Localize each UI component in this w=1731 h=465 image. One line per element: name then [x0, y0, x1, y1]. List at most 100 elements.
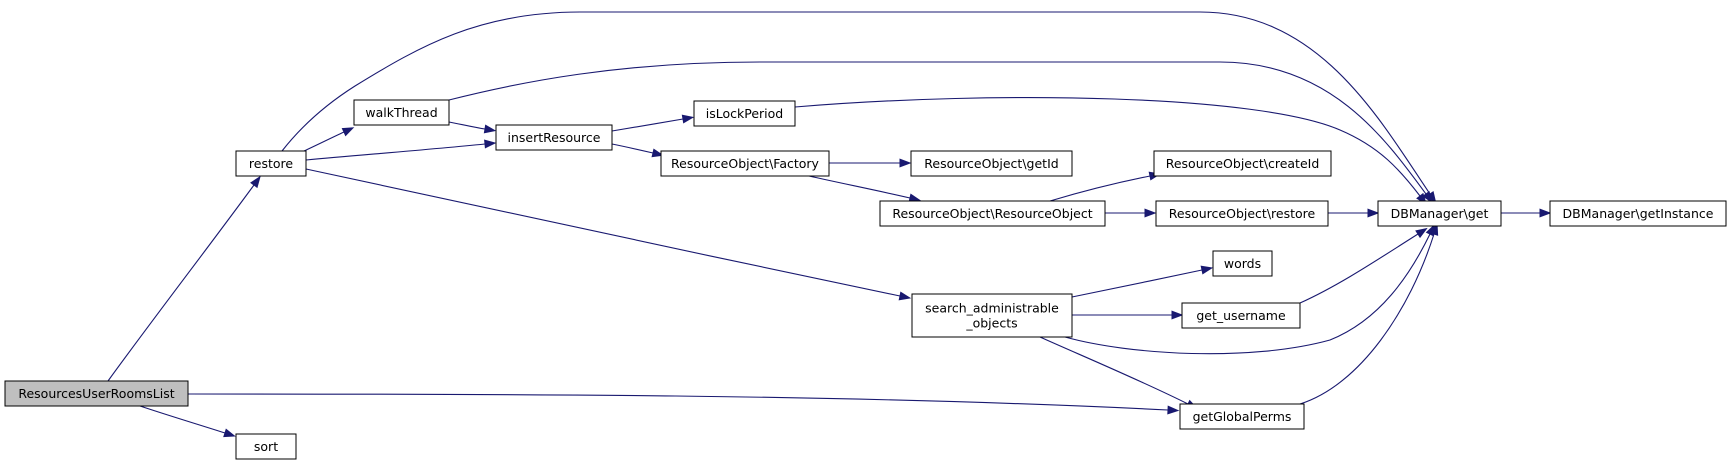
node-label: isLockPeriod — [706, 106, 783, 121]
edge-restore-to-sao — [305, 168, 912, 301]
arrowhead-icon — [1429, 223, 1439, 236]
arrowhead-icon — [484, 139, 497, 149]
node-label: get_username — [1196, 308, 1286, 323]
edge-root-to-getglobalperms — [187, 393, 1180, 415]
node-label-line: insertResource — [508, 130, 601, 145]
node-box — [879, 200, 1106, 227]
node-label-line: restore — [249, 156, 293, 171]
arrowhead-icon — [1422, 190, 1433, 204]
node-getusername[interactable]: get_username — [1181, 302, 1301, 329]
node-label-line: _objects — [965, 316, 1017, 331]
edge-factory-to-resobj — [808, 175, 922, 203]
arrowhead-icon — [1415, 227, 1428, 239]
edge-rorestore-to-dbget — [1328, 208, 1380, 218]
node-rorestore[interactable]: ResourceObject\restore — [1155, 200, 1329, 227]
arrowhead-icon — [1539, 208, 1552, 218]
node-label: walkThread — [365, 105, 437, 120]
edge-line — [187, 393, 1169, 411]
arrowhead-icon — [899, 158, 912, 168]
edge-sao-to-getusername — [1072, 310, 1184, 320]
edge-line — [139, 405, 226, 434]
node-box — [495, 124, 613, 151]
edge-insertResource-to-factory — [611, 143, 665, 158]
edge-resobj-to-rorestore — [1105, 208, 1157, 218]
node-box — [911, 293, 1073, 338]
node-label-line: sort — [254, 439, 278, 454]
edge-sao-to-dbget — [1064, 223, 1436, 355]
edge-getusername-to-dbget — [1299, 227, 1428, 304]
node-root[interactable]: ResourcesUserRoomsList — [4, 380, 189, 407]
node-label: DBManager\get — [1391, 206, 1489, 221]
arrowhead-icon — [1167, 405, 1180, 415]
node-label: sort — [254, 439, 278, 454]
node-box — [1153, 150, 1332, 177]
edge-factory-to-getId — [829, 158, 912, 168]
node-label: ResourceObject\Factory — [671, 156, 820, 171]
edge-line — [611, 143, 654, 154]
edge-line — [281, 11, 1431, 195]
edge-line — [1299, 233, 1435, 405]
node-label: ResourceObject\ResourceObject — [892, 206, 1092, 221]
node-label: ResourceObject\getId — [924, 156, 1058, 171]
node-label-line: ResourceObject\getId — [924, 156, 1058, 171]
node-box — [1377, 200, 1502, 227]
node-box — [1155, 200, 1329, 227]
node-createId[interactable]: ResourceObject\createId — [1153, 150, 1332, 177]
node-factory[interactable]: ResourceObject\Factory — [660, 150, 830, 177]
node-sort[interactable]: sort — [235, 433, 297, 460]
edges-layer — [107, 11, 1552, 438]
edge-line — [448, 61, 1427, 195]
edge-line — [448, 121, 486, 130]
node-box — [235, 150, 307, 177]
arrowhead-icon — [223, 428, 236, 438]
node-sao[interactable]: search_administrable_objects — [911, 293, 1073, 338]
edge-line — [794, 97, 1421, 197]
edge-root-to-restore — [107, 175, 261, 382]
node-resobj[interactable]: ResourceObject\ResourceObject — [879, 200, 1106, 227]
node-walkThread[interactable]: walkThread — [353, 99, 450, 126]
edge-sao-to-words — [1071, 265, 1214, 298]
arrowhead-icon — [1171, 310, 1184, 320]
edge-line — [305, 143, 486, 161]
node-label: words — [1224, 256, 1261, 271]
node-label-line: get_username — [1196, 308, 1286, 323]
node-label-line: ResourceObject\createId — [1166, 156, 1320, 171]
edge-line — [107, 184, 255, 382]
node-dbinst[interactable]: DBManager\getInstance — [1549, 200, 1727, 227]
edge-restore-to-walkThread — [303, 127, 355, 152]
node-label: ResourceObject\createId — [1166, 156, 1320, 171]
node-dbget[interactable]: DBManager\get — [1377, 200, 1502, 227]
node-label: ResourcesUserRoomsList — [18, 386, 174, 401]
edge-getglobalperms-to-dbget — [1299, 223, 1439, 405]
arrowhead-icon — [898, 291, 912, 301]
node-label: restore — [249, 156, 293, 171]
node-label-line: words — [1224, 256, 1261, 271]
node-label-line: isLockPeriod — [706, 106, 783, 121]
node-getId[interactable]: ResourceObject\getId — [910, 150, 1073, 177]
node-label: search_administrable_objects — [925, 301, 1059, 331]
edge-dbget-to-dbinst — [1501, 208, 1552, 218]
edge-walkThread-to-dbget — [448, 61, 1433, 204]
arrowhead-icon — [483, 124, 497, 134]
node-label: insertResource — [508, 130, 601, 145]
edge-line — [1039, 336, 1189, 405]
edge-line — [1064, 233, 1431, 355]
node-insertResource[interactable]: insertResource — [495, 124, 613, 151]
node-getglobalperms[interactable]: getGlobalPerms — [1179, 403, 1305, 430]
node-box — [4, 380, 189, 407]
node-box — [235, 433, 297, 460]
node-isLockPeriod[interactable]: isLockPeriod — [693, 100, 796, 127]
node-box — [693, 100, 796, 127]
edge-line — [808, 175, 911, 199]
edge-insertResource-to-isLockPeriod — [611, 114, 695, 132]
node-box — [660, 150, 830, 177]
node-label-line: ResourceObject\Factory — [671, 156, 820, 171]
node-label-line: walkThread — [365, 105, 437, 120]
edge-root-to-sort — [139, 405, 236, 438]
node-restore[interactable]: restore — [235, 150, 307, 177]
node-words[interactable]: words — [1212, 250, 1273, 277]
node-box — [1212, 250, 1273, 277]
node-box — [353, 99, 450, 126]
edge-walkThread-to-insertResource — [448, 121, 497, 134]
